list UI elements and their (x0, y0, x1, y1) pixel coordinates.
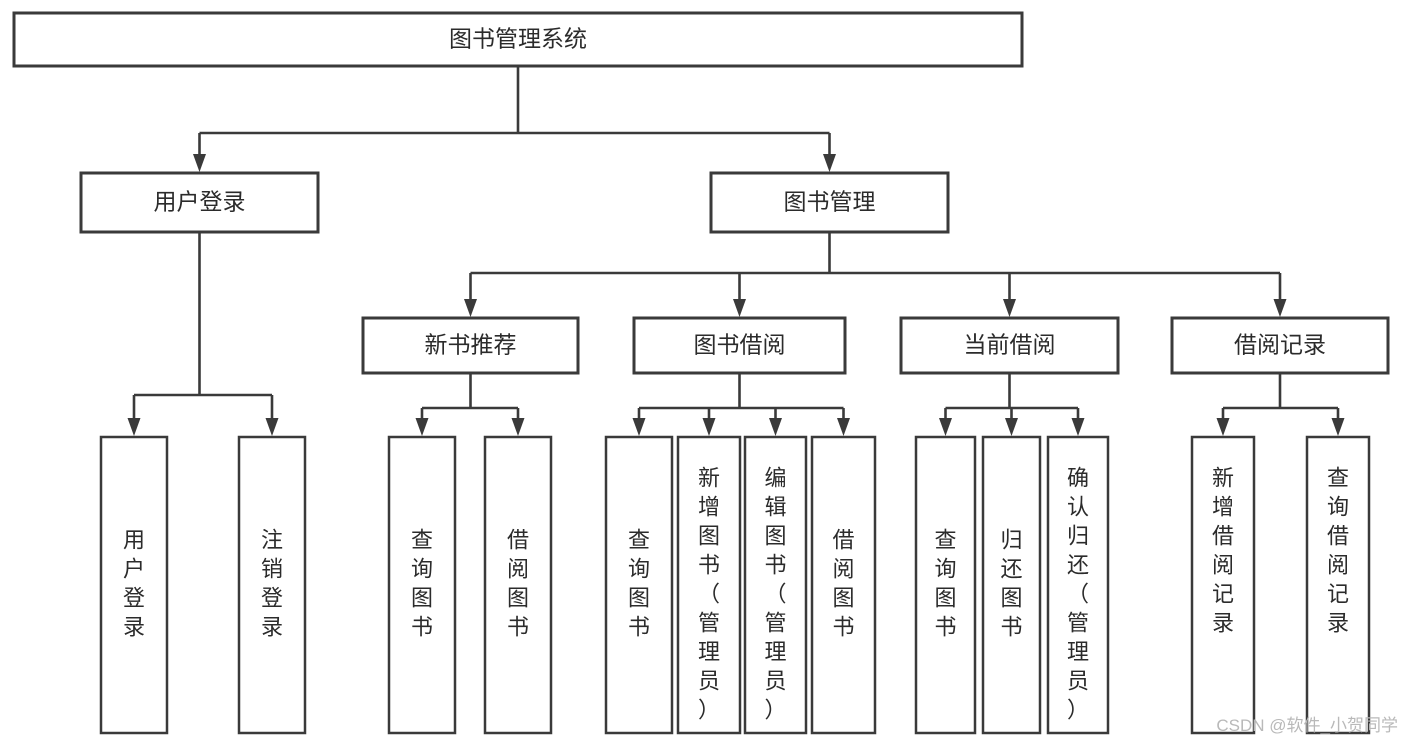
node-box (12, 11, 1024, 68)
node-leaf-add-book-admin[interactable]: 新增图书（管理员） (676, 435, 742, 735)
node-leaf-query-borrow-record[interactable]: 查询借阅记录 (1305, 435, 1371, 735)
node-layer: 图书管理系统用户登录图书管理新书推荐图书借阅当前借阅借阅记录用户登录注销登录查询… (12, 11, 1390, 735)
connector-layer (127, 66, 1345, 436)
connector-arrow-icon (939, 418, 952, 436)
connector-arrow-icon (1331, 418, 1345, 436)
node-box (1305, 435, 1371, 735)
node-label: 图书管理 (784, 189, 876, 215)
node-box (361, 316, 580, 375)
node-label: 查询图书 (411, 527, 433, 639)
node-box (899, 316, 1120, 375)
connector-arrow-icon (1071, 418, 1085, 436)
node-label: 借阅图书 (832, 527, 854, 639)
node-box (483, 435, 553, 735)
node-leaf-query-book-recommend[interactable]: 查询图书 (387, 435, 457, 735)
node-leaf-user-login[interactable]: 用户登录 (99, 435, 169, 735)
node-box (1190, 435, 1256, 735)
node-current-borrow[interactable]: 当前借阅 (899, 316, 1120, 375)
node-leaf-edit-book-admin[interactable]: 编辑图书（管理员） (743, 435, 808, 735)
connector-arrow-icon (823, 154, 836, 172)
node-root[interactable]: 图书管理系统 (12, 11, 1024, 68)
node-label: 查询借阅记录 (1327, 465, 1349, 635)
connector-arrow-icon (632, 418, 646, 436)
connector-arrow-icon (265, 418, 279, 436)
node-leaf-logout[interactable]: 注销登录 (237, 435, 307, 735)
connector-arrow-icon (127, 418, 141, 436)
node-label: 图书借阅 (694, 332, 786, 358)
node-leaf-borrow-book-recommend[interactable]: 借阅图书 (483, 435, 553, 735)
node-box (387, 435, 457, 735)
node-box (914, 435, 977, 735)
node-box (604, 435, 674, 735)
node-label: 编辑图书（管理员） (764, 465, 786, 722)
node-label: 当前借阅 (964, 332, 1056, 358)
node-label: 归还图书 (1000, 527, 1022, 639)
node-leaf-query-book-borrow[interactable]: 查询图书 (604, 435, 674, 735)
node-new-book-recommend[interactable]: 新书推荐 (361, 316, 580, 375)
node-box (709, 171, 950, 234)
connector-arrow-icon (1003, 299, 1016, 317)
connector-arrow-icon (1216, 418, 1230, 436)
connector-arrow-icon (733, 299, 746, 317)
node-user-login[interactable]: 用户登录 (79, 171, 320, 234)
connector-arrow-icon (1273, 299, 1287, 317)
node-box (676, 435, 742, 735)
node-leaf-return-book[interactable]: 归还图书 (981, 435, 1042, 735)
node-box (981, 435, 1042, 735)
node-box (810, 435, 877, 735)
node-borrow-record[interactable]: 借阅记录 (1170, 316, 1390, 375)
node-box (237, 435, 307, 735)
node-box (632, 316, 847, 375)
node-book-borrow[interactable]: 图书借阅 (632, 316, 847, 375)
node-label: 新增借阅记录 (1212, 465, 1234, 635)
node-label: 用户登录 (154, 189, 246, 215)
connector-arrow-icon (837, 418, 850, 436)
node-book-management[interactable]: 图书管理 (709, 171, 950, 234)
node-leaf-add-borrow-record[interactable]: 新增借阅记录 (1190, 435, 1256, 735)
node-leaf-query-book-current[interactable]: 查询图书 (914, 435, 977, 735)
connector-arrow-icon (511, 418, 525, 436)
node-leaf-confirm-return-admin[interactable]: 确认归还（管理员） (1046, 435, 1110, 735)
node-label: 查询图书 (628, 527, 650, 639)
connector-arrow-icon (702, 418, 716, 436)
node-label: 图书管理系统 (449, 26, 587, 52)
node-label: 确认归还（管理员） (1067, 465, 1089, 722)
node-box (1046, 435, 1110, 735)
node-label: 查询图书 (934, 527, 956, 639)
node-box (1170, 316, 1390, 375)
node-label: 新增图书（管理员） (698, 465, 720, 722)
node-box (743, 435, 808, 735)
node-label: 新书推荐 (425, 332, 517, 358)
node-label: 注销登录 (261, 527, 283, 639)
node-label: 用户登录 (123, 527, 145, 639)
connector-arrow-icon (1005, 418, 1018, 436)
node-label: 借阅记录 (1234, 332, 1326, 358)
connector-arrow-icon (769, 418, 782, 436)
node-label: 借阅图书 (507, 527, 529, 639)
node-box (99, 435, 169, 735)
connector-arrow-icon (415, 418, 429, 436)
node-box (79, 171, 320, 234)
connector-arrow-icon (193, 154, 206, 172)
csdn-watermark: CSDN @软件_小贺同学 (1216, 716, 1398, 735)
connector-arrow-icon (464, 299, 477, 317)
node-leaf-borrow-book[interactable]: 借阅图书 (810, 435, 877, 735)
